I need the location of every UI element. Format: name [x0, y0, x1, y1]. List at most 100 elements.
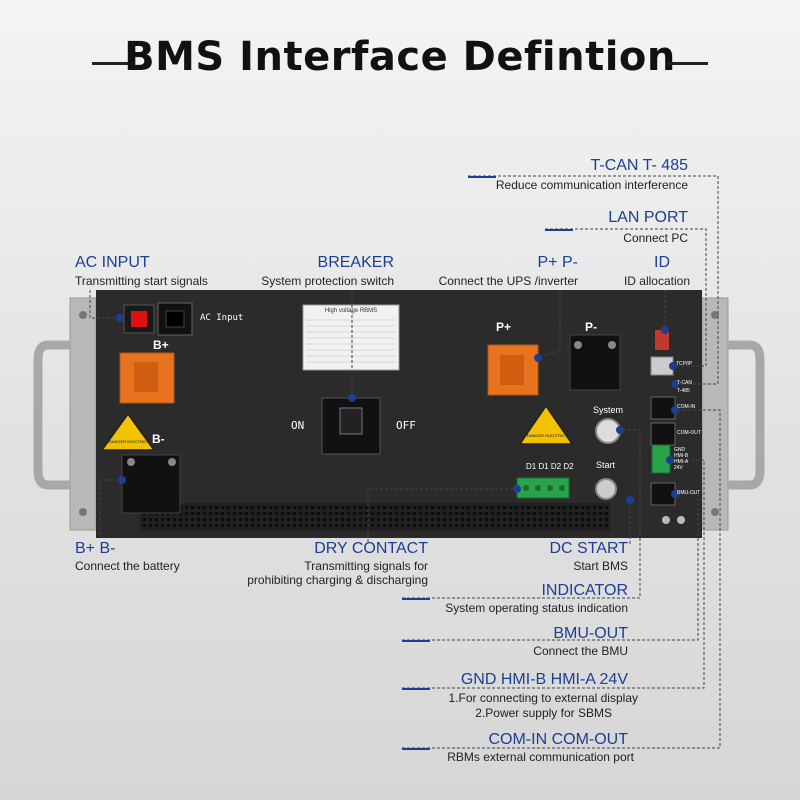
bminus-silk-label: B-: [152, 432, 165, 446]
vent-hole: [293, 518, 296, 521]
vent-hole: [443, 524, 446, 527]
vent-hole: [419, 512, 422, 515]
vent-hole: [275, 506, 278, 509]
vent-hole: [473, 506, 476, 509]
vent-hole: [437, 518, 440, 521]
vent-hole: [527, 518, 530, 521]
vent-hole: [317, 506, 320, 509]
vent-hole: [359, 512, 362, 515]
vent-hole: [287, 518, 290, 521]
dry-contact-desc-2: prohibiting charging & discharging: [247, 573, 428, 587]
vent-hole: [461, 512, 464, 515]
vent-hole: [557, 506, 560, 509]
vent-hole: [419, 518, 422, 521]
vent-hole: [311, 518, 314, 521]
vent-hole: [593, 512, 596, 515]
vent-hole: [359, 518, 362, 521]
bmu-out-underline: [402, 640, 430, 642]
vent-hole: [143, 518, 146, 521]
breaker-toggle: [339, 407, 363, 435]
dc-start-label: DC START: [549, 540, 628, 557]
vent-hole: [203, 506, 206, 509]
vent-hole: [491, 518, 494, 521]
vent-hole: [461, 524, 464, 527]
vent-hole: [323, 524, 326, 527]
vent-hole: [353, 524, 356, 527]
vent-hole: [587, 518, 590, 521]
port-label-gnd: GND: [674, 447, 686, 453]
vent-hole: [377, 506, 380, 509]
vent-hole: [173, 524, 176, 527]
start-silk-label: Start: [596, 460, 616, 470]
vent-hole: [383, 506, 386, 509]
vent-hole: [593, 518, 596, 521]
com-in-port: [650, 396, 676, 420]
vent-hole: [305, 506, 308, 509]
breaker-desc: System protection switch: [261, 274, 394, 288]
vent-hole: [491, 524, 494, 527]
vent-hole: [215, 512, 218, 515]
vent-hole: [167, 518, 170, 521]
vent-hole: [605, 506, 608, 509]
title-rule-right: [668, 62, 708, 65]
vent-hole: [437, 512, 440, 515]
vent-hole: [179, 518, 182, 521]
vent-hole: [563, 518, 566, 521]
vent-hole: [239, 512, 242, 515]
vent-hole: [281, 518, 284, 521]
callout-leader-lines: [89, 175, 721, 749]
vent-hole: [365, 512, 368, 515]
port-label-tcp: TCP/IP: [676, 361, 693, 367]
bmu-out-desc: Connect the BMU: [533, 644, 628, 658]
vent-hole: [599, 512, 602, 515]
vent-hole: [437, 506, 440, 509]
lan-underline: [545, 229, 573, 231]
vent-hole: [233, 512, 236, 515]
vent-hole: [221, 518, 224, 521]
vent-hole: [521, 512, 524, 515]
vent-hole: [275, 518, 278, 521]
vent-hole: [371, 524, 374, 527]
vent-hole: [479, 518, 482, 521]
vent-hole: [365, 506, 368, 509]
vent-hole: [161, 518, 164, 521]
vent-hole: [257, 524, 260, 527]
vent-hole: [389, 512, 392, 515]
vent-hole: [413, 506, 416, 509]
vent-hole: [191, 506, 194, 509]
vent-hole: [497, 524, 500, 527]
port-label-comin: COM-IN: [677, 404, 696, 410]
vent-hole: [521, 524, 524, 527]
vent-hole: [329, 512, 332, 515]
vent-hole: [221, 512, 224, 515]
vent-hole: [443, 506, 446, 509]
vent-hole: [425, 506, 428, 509]
vent-hole: [371, 512, 374, 515]
vent-hole: [515, 524, 518, 527]
gnd-hmi-label: GND HMI-B HMI-A 24V: [460, 671, 628, 688]
vent-hole: [593, 506, 596, 509]
vent-hole: [371, 506, 374, 509]
dry-contact-pins-label: D1 D1 D2 D2: [526, 462, 574, 471]
vent-hole: [239, 506, 242, 509]
vent-hole: [527, 512, 530, 515]
vent-hole: [395, 506, 398, 509]
vent-hole: [341, 512, 344, 515]
vent-hole: [203, 524, 206, 527]
vent-hole: [443, 512, 446, 515]
vent-hole: [431, 518, 434, 521]
vent-hole: [227, 512, 230, 515]
vent-hole: [227, 524, 230, 527]
bmu-out-label: BMU-OUT: [553, 625, 628, 642]
vent-hole: [581, 524, 584, 527]
vent-hole: [383, 512, 386, 515]
vent-hole: [413, 524, 416, 527]
vent-hole: [551, 518, 554, 521]
vent-hole: [305, 524, 308, 527]
ear-screw: [711, 311, 719, 319]
vent-hole: [533, 518, 536, 521]
vent-hole: [389, 524, 392, 527]
vent-hole: [425, 518, 428, 521]
vent-hole: [545, 518, 548, 521]
vent-hole: [335, 518, 338, 521]
